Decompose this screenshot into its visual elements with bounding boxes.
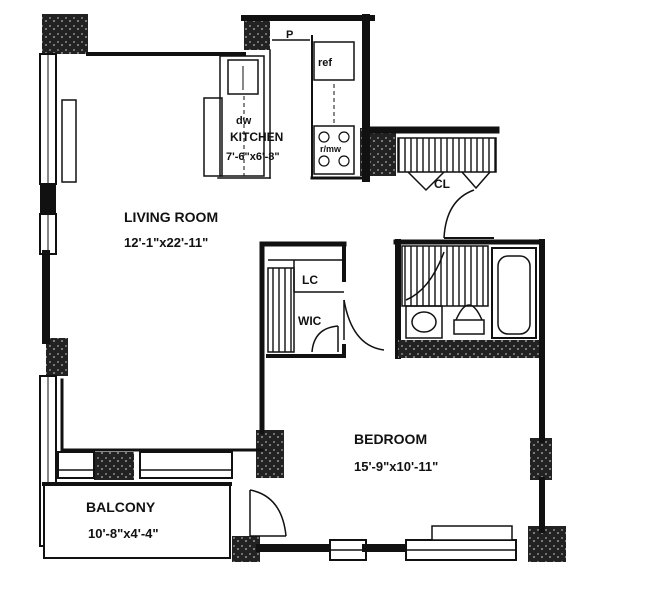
hall-closet (397, 137, 497, 239)
closet-label: CL (434, 177, 450, 191)
kitchen-fixtures (203, 39, 355, 177)
balcony-door (249, 489, 287, 537)
pantry-label: P (286, 29, 293, 41)
living-room-dims: 12'-1"x22'-11" (124, 235, 208, 250)
range-label: r/mw (320, 144, 342, 154)
living-room-name: LIVING ROOM (124, 209, 218, 225)
walk-in-closet-label: WIC (298, 314, 322, 328)
refrigerator-label: ref (318, 57, 332, 69)
balcony-dims: 10'-8"x4'-4" (88, 526, 159, 541)
bedroom-name: BEDROOM (354, 431, 427, 447)
bedroom-dims: 15'-9"x10'-11" (354, 459, 438, 474)
bathroom (401, 245, 537, 339)
dishwasher-label: dw (236, 115, 252, 127)
living-window (61, 99, 77, 183)
balcony-name: BALCONY (86, 499, 156, 515)
kitchen-name: KITCHEN (230, 130, 283, 144)
linen-closet-label: LC (302, 273, 318, 287)
kitchen-dims: 7'-6"x6'-8" (226, 151, 280, 163)
walls (39, 14, 545, 561)
walk-in-closet (267, 259, 385, 353)
labels: P ref dw r/mw KITCHEN 7'-6"x6'-8" CL LIV… (86, 29, 450, 541)
columns (42, 14, 566, 562)
